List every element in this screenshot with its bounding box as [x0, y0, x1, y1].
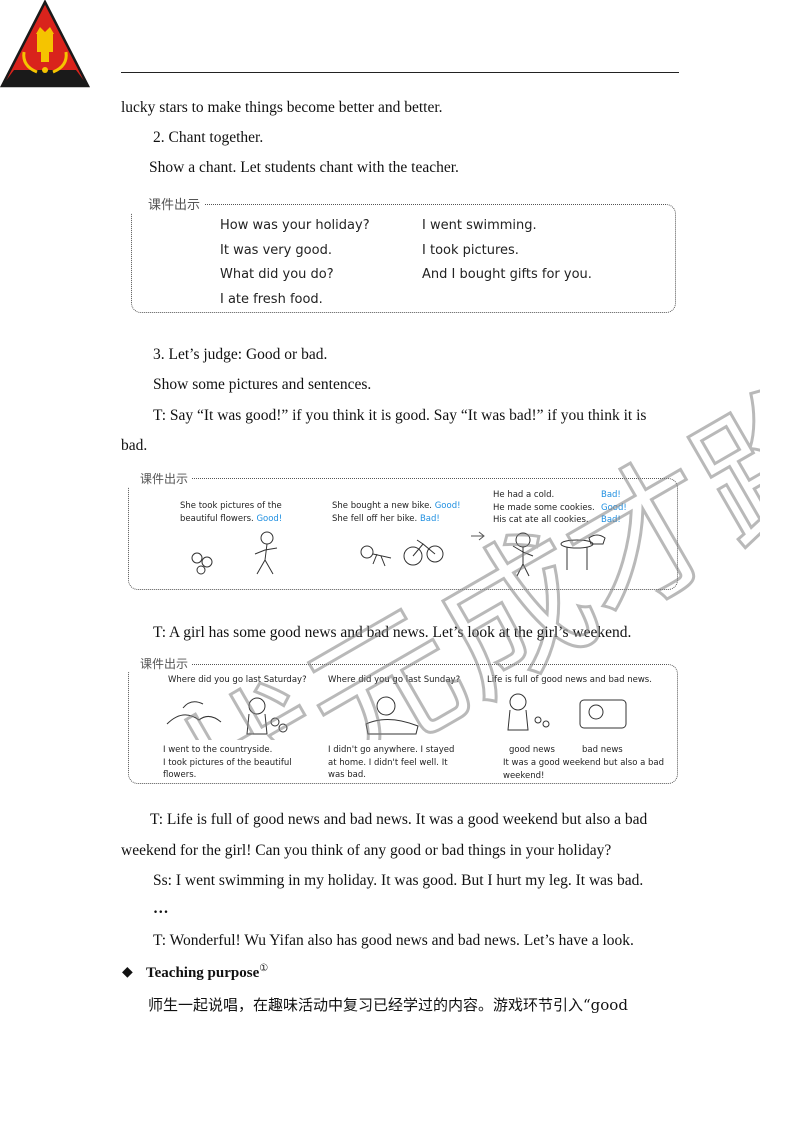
body-line: weekend for the girl! Can you think of a… [121, 842, 612, 859]
body-line: bad. [121, 437, 148, 454]
question-text: Life is full of good news and bad news. [487, 675, 652, 685]
judge-box [128, 478, 678, 590]
bad-news-label: bad news [582, 745, 623, 755]
question-text: Where did you go last Sunday? [328, 675, 461, 685]
body-line: T: Say “It was good!” if you think it is… [153, 407, 647, 424]
ellipsis: … [153, 900, 169, 917]
header-rule [121, 72, 679, 73]
body-line: Show some pictures and sentences. [153, 376, 372, 393]
good-bad-news-drawing [507, 693, 627, 731]
arrow-right-icon [471, 531, 485, 541]
answer-label: Good! [256, 513, 283, 524]
chant-line: It was very good. [220, 243, 332, 258]
question-text: Where did you go last Saturday? [168, 675, 307, 685]
section-heading-chant: 2. Chant together. [153, 129, 264, 146]
section-heading-judge: 3. Let’s judge: Good or bad. [153, 346, 328, 363]
chant-line: What did you do? [220, 267, 334, 282]
answer-text: I went to the countryside.I took picture… [163, 745, 292, 780]
chant-line: How was your holiday? [220, 218, 370, 233]
picture-caption: She bought a new bike. Good! She fell of… [332, 501, 461, 524]
body-line: lucky stars to make things become better… [121, 99, 443, 116]
boy-and-cat-drawing [512, 532, 606, 577]
teaching-purpose-heading: Teaching purpose① [146, 963, 269, 981]
weekend-box [128, 664, 678, 784]
answer-label: Bad! [419, 513, 440, 524]
crest-logo [0, 0, 90, 88]
chant-line: And I bought gifts for you. [422, 267, 592, 282]
body-line: Ss: I went swimming in my holiday. It wa… [153, 872, 644, 889]
good-news-label: good news [509, 745, 555, 755]
courseware-tag: 课件出示 [126, 470, 193, 487]
answer-label: Good! [434, 501, 461, 511]
chant-line: I ate fresh food. [220, 292, 323, 307]
girl-with-flowers-drawing [191, 531, 278, 575]
sick-girl-drawing [365, 696, 419, 735]
diamond-bullet-icon: ◆ [122, 965, 133, 980]
teaching-purpose-text: 师生一起说唱，在趣味活动中复习已经学过的内容。游戏环节引入“good [148, 996, 628, 1014]
body-line: T: Life is full of good news and bad new… [150, 811, 648, 828]
body-line: T: Wonderful! Wu Yifan also has good new… [153, 932, 634, 949]
picture-caption: She took pictures of the beautiful flowe… [180, 501, 283, 524]
courseware-tag: 课件出示 [130, 194, 205, 213]
chant-box [131, 204, 676, 313]
chant-line: I took pictures. [422, 243, 519, 258]
body-line: Show a chant. Let students chant with th… [149, 159, 459, 176]
chant-line: I went swimming. [422, 218, 537, 233]
footnote-mark: ① [259, 963, 269, 974]
picture-caption: He had a cold. He made some cookies. His… [493, 490, 595, 525]
body-line: T: A girl has some good news and bad new… [153, 624, 632, 641]
answer-labels: Bad! Good! Bad! [601, 490, 627, 525]
courseware-tag: 课件出示 [126, 655, 193, 672]
bike-fall-drawing [360, 539, 444, 567]
countryside-drawing [166, 697, 288, 735]
